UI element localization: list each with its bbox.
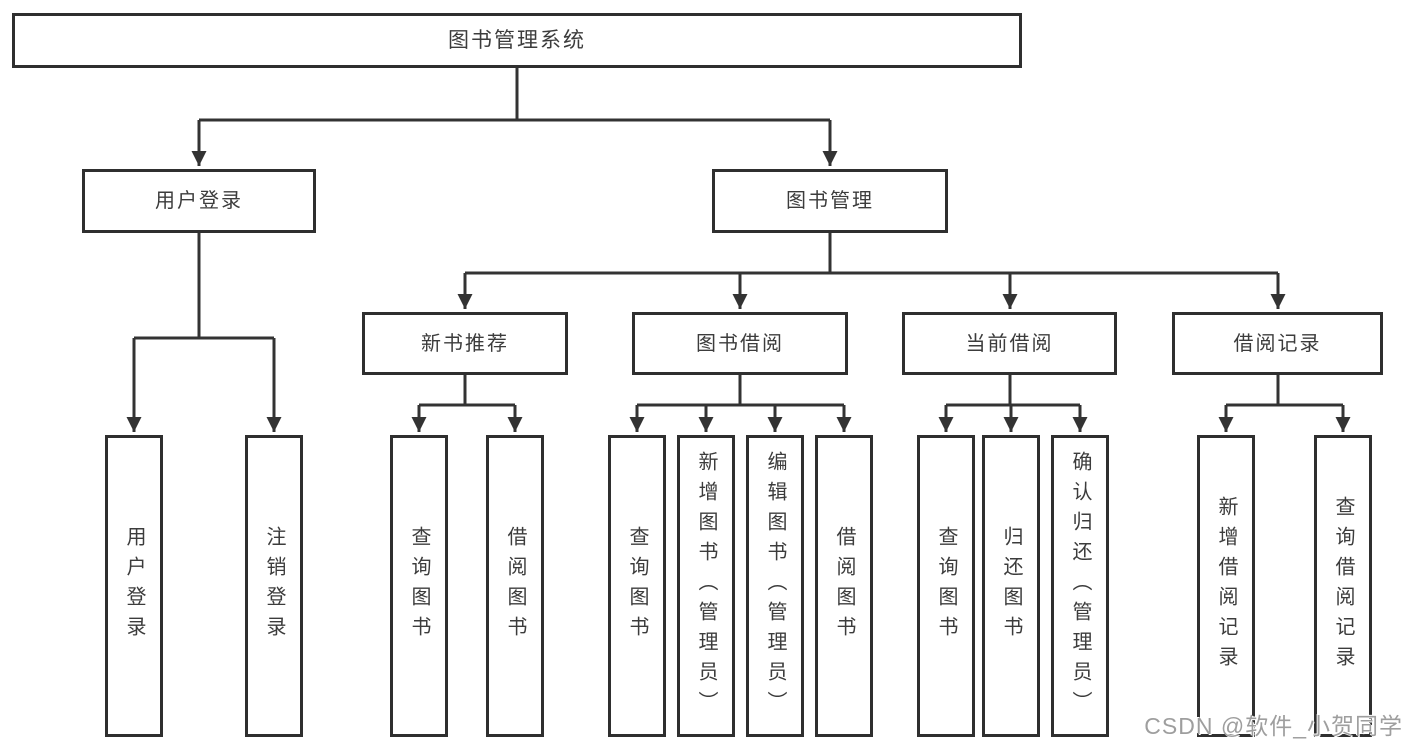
node-book-borrow: 图书借阅 xyxy=(632,312,848,375)
node-library-system: 图书管理系统 xyxy=(12,13,1022,68)
node-leaf-confirm-return-admin: 确认归还（管理员） xyxy=(1051,435,1109,737)
node-current-borrow: 当前借阅 xyxy=(902,312,1117,375)
node-leaf-borrow-books: 借阅图书 xyxy=(815,435,873,737)
node-borrow-records: 借阅记录 xyxy=(1172,312,1383,375)
node-new-book-recommend: 新书推荐 xyxy=(362,312,568,375)
node-book-management: 图书管理 xyxy=(712,169,948,233)
node-leaf-query-borrow-record: 查询借阅记录 xyxy=(1314,435,1372,737)
node-leaf-add-borrow-record: 新增借阅记录 xyxy=(1197,435,1255,737)
node-user-login: 用户登录 xyxy=(82,169,316,233)
node-leaf-borrow-books-recommend: 借阅图书 xyxy=(486,435,544,737)
node-leaf-edit-books-admin: 编辑图书（管理员） xyxy=(746,435,804,737)
node-leaf-query-books-borrow: 查询图书 xyxy=(608,435,666,737)
node-leaf-user-login: 用户登录 xyxy=(105,435,163,737)
node-leaf-add-books-admin: 新增图书（管理员） xyxy=(677,435,735,737)
connector-skeleton xyxy=(134,68,1343,407)
node-leaf-return-books: 归还图书 xyxy=(982,435,1040,737)
csdn-watermark: CSDN @软件_小贺同学 xyxy=(1144,713,1403,739)
node-leaf-logout: 注销登录 xyxy=(245,435,303,737)
node-leaf-query-books-recommend: 查询图书 xyxy=(390,435,448,737)
node-leaf-query-books-current: 查询图书 xyxy=(917,435,975,737)
